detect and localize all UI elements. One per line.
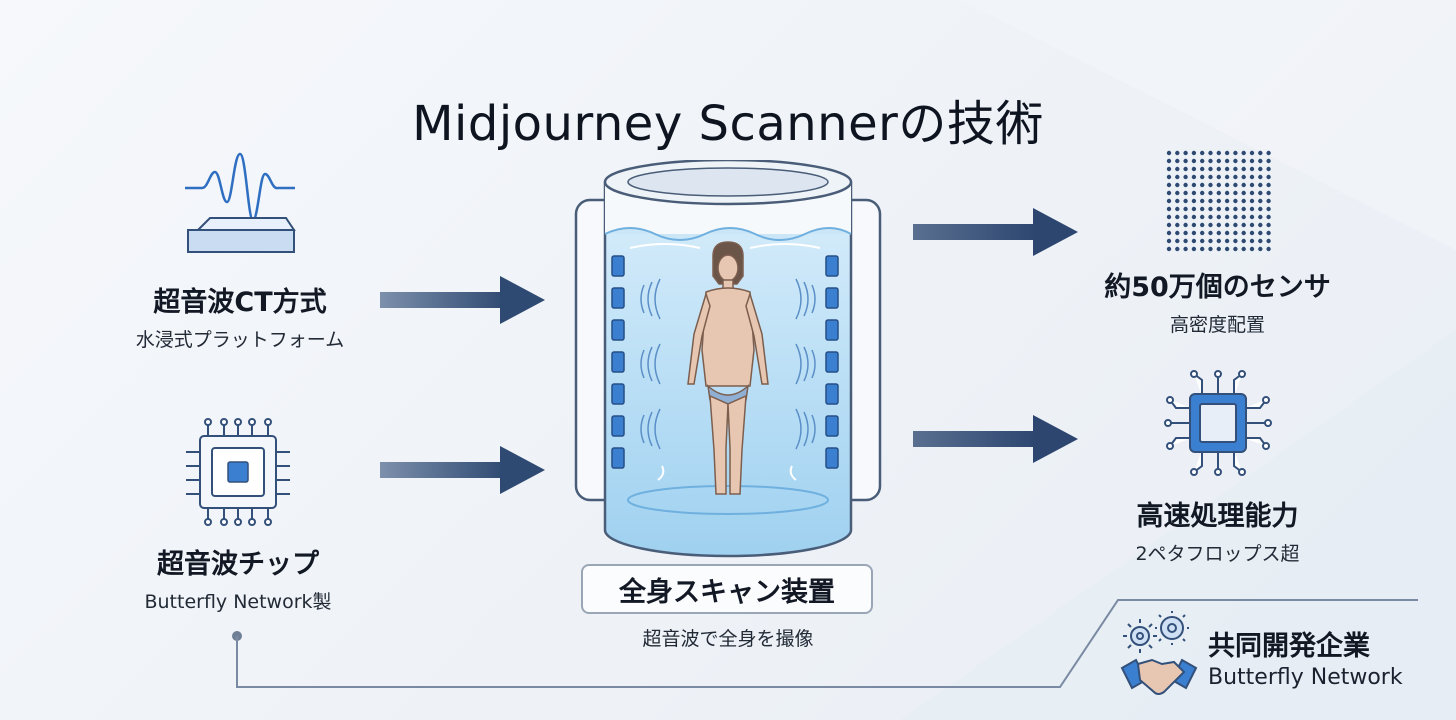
arrow-right-bottom: [913, 415, 1078, 463]
label-ultrasound-chip: 超音波チップ Butterfly Network製: [88, 542, 388, 614]
human-figure: [687, 241, 769, 495]
label-processing: 高速処理能力 2ペタフロップス超: [1060, 494, 1375, 566]
ultrasound-ct-subtitle: 水浸式プラットフォーム: [135, 329, 345, 351]
ultrasound-ct-title: 超音波CT方式: [153, 287, 327, 318]
page-title: Midjourney Scannerの技術: [412, 96, 1044, 153]
arrow-left-bottom: [380, 446, 545, 494]
device-label-box: 全身スキャン装置: [581, 564, 873, 614]
processing-subtitle: 2ペタフロップス超: [1135, 543, 1300, 565]
arrow-right-top: [913, 208, 1078, 256]
processor-icon: [1164, 370, 1272, 476]
device-subtitle: 超音波で全身を撮像: [642, 628, 814, 650]
partner-connector-line: [232, 599, 1418, 688]
sensors-title: 約50万個のセンサ: [1104, 272, 1331, 303]
chip-icon: [186, 418, 290, 526]
arrow-left-top: [380, 276, 545, 324]
sensors-subtitle: 高密度配置: [1169, 314, 1265, 336]
ultrasound-chip-title: 超音波チップ: [157, 549, 319, 580]
handshake-gears-icon: [1120, 611, 1198, 695]
processing-title: 高速処理能力: [1136, 501, 1299, 532]
body-scanner-cylinder: [574, 160, 882, 558]
label-sensors: 約50万個のセンサ 高密度配置: [1060, 265, 1375, 337]
label-ultrasound-ct: 超音波CT方式 水浸式プラットフォーム: [90, 280, 390, 352]
partner-subtitle: Butterfly Network: [1208, 665, 1403, 690]
ultrasound-wave-icon: [185, 152, 296, 253]
ultrasound-chip-subtitle: Butterfly Network製: [144, 591, 332, 613]
partner-title: 共同開発企業: [1208, 631, 1370, 662]
sensor-grid-icon: [1166, 150, 1271, 252]
